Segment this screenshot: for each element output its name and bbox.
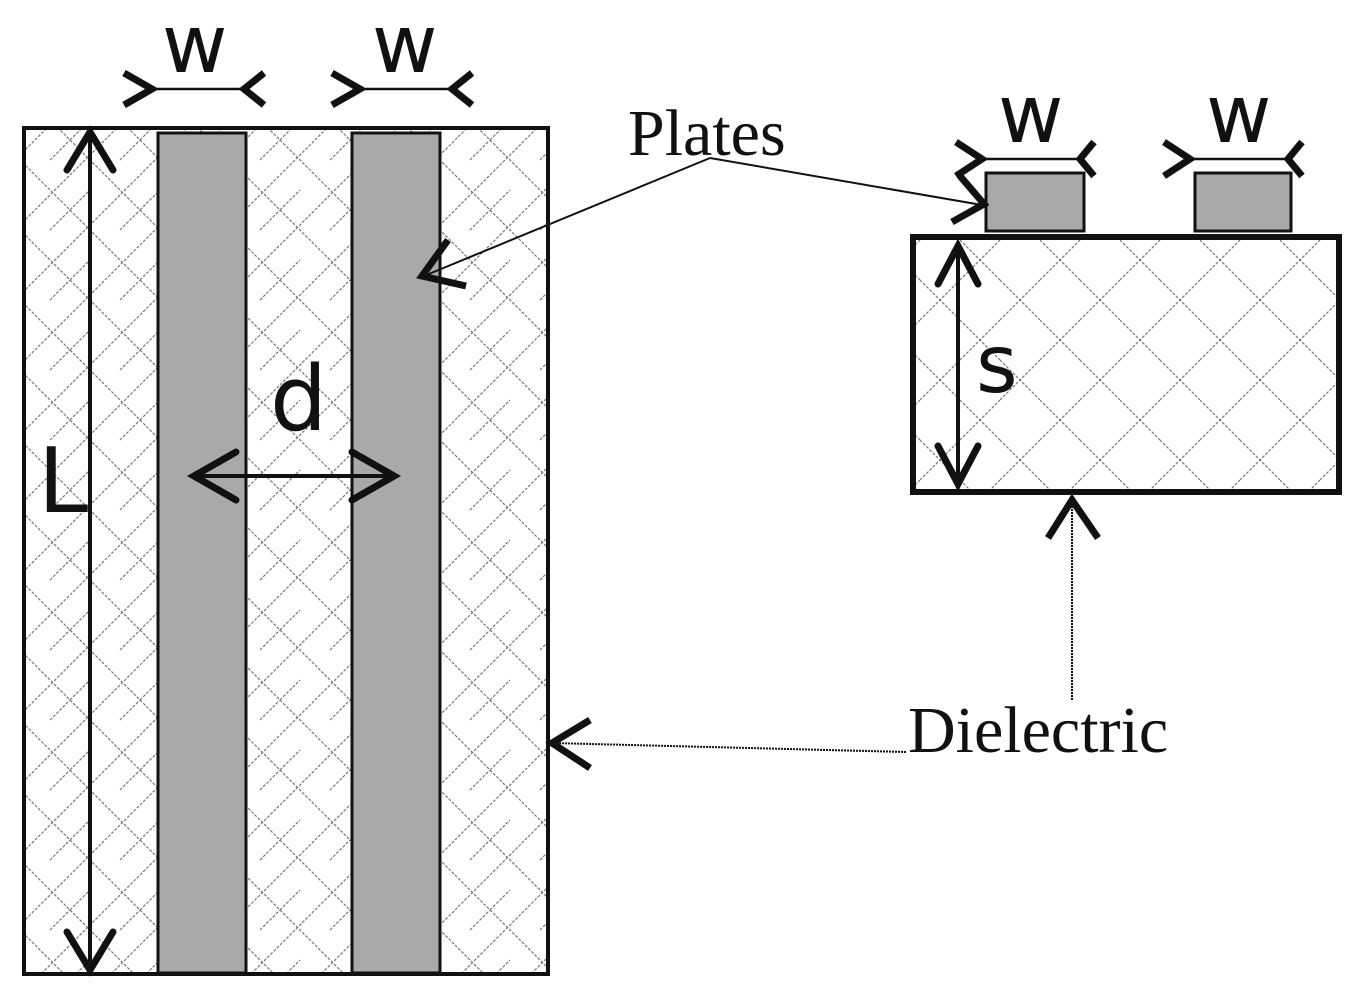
length-dimension-arrow [63, 125, 117, 977]
gap-dimension-arrow [186, 448, 402, 504]
plates-arrowhead-right [950, 173, 990, 226]
plates-label: Plates [628, 97, 786, 170]
thickness-dimension-arrow [934, 238, 982, 492]
plate-left-top-view [156, 131, 248, 975]
width-label-side-right: w [1206, 68, 1271, 161]
thickness-label: s [976, 318, 1018, 411]
plates-callout: Plates [416, 97, 990, 290]
width-label-right: w [372, 0, 437, 91]
plate-right-side-view [1193, 171, 1293, 233]
dielectric-slab-top-view [22, 126, 550, 976]
width-dimension-right [330, 69, 475, 109]
dielectric-arrowhead-left [545, 717, 592, 771]
width-dimension-left [122, 69, 267, 109]
gap-label: d [270, 347, 327, 452]
top-view: L d w w [22, 0, 550, 977]
dielectric-label: Dielectric [908, 694, 1168, 767]
plate-right-top-view [350, 131, 442, 975]
width-dimension-side-right [1162, 139, 1305, 179]
side-view: s w w [910, 68, 1342, 495]
dielectric-arrowhead-up [1045, 493, 1101, 540]
width-label-side-left: w [998, 68, 1063, 161]
dielectric-callout: Dielectric [545, 493, 1168, 771]
length-label: L [38, 429, 88, 534]
width-label-left: w [162, 0, 227, 91]
width-dimension-side-left [954, 139, 1097, 179]
plates-arrowhead-left [416, 237, 467, 290]
plate-left-side-view [984, 171, 1086, 233]
dielectric-slab-side-view [910, 234, 1342, 495]
